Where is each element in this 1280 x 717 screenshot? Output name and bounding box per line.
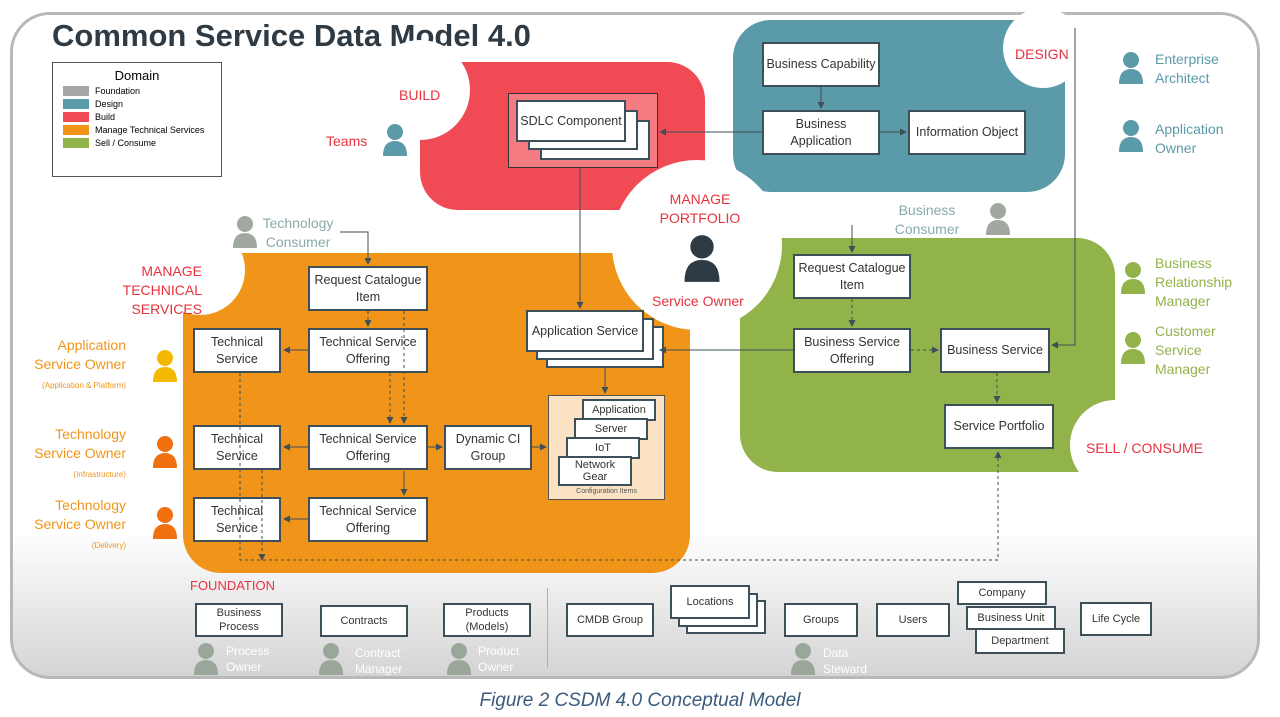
technology-consumer-label: Technology Consumer (262, 215, 334, 250)
teams-person-icon (382, 122, 408, 156)
legend: Domain Foundation Design Build Manage Te… (52, 62, 222, 177)
sdlc-component-box[interactable]: SDLC Component (516, 100, 626, 142)
technical-service-offering-box[interactable]: Technical Service Offering (308, 425, 428, 470)
app-service-owner-label: Application Service Owner(Application & … (34, 337, 126, 390)
brm-label: Business Relationship Manager (1155, 255, 1233, 309)
business-consumer-label: Business Consumer (894, 202, 960, 237)
product-owner-label: Product Owner (478, 644, 520, 675)
department-box[interactable]: Department (975, 628, 1065, 654)
design-label: DESIGN (1015, 46, 1069, 62)
application-owner-label: Application Owner (1155, 121, 1224, 156)
foundation-label: FOUNDATION (190, 578, 275, 593)
service-owner-person-icon (683, 232, 721, 282)
enterprise-architect-person-icon (1118, 50, 1144, 84)
process-owner-label: Process Owner (226, 644, 270, 675)
information-object-box[interactable]: Information Object (908, 110, 1026, 155)
request-catalogue-item-biz-box[interactable]: Request Catalogue Item (793, 254, 911, 299)
contract-manager-person-icon (318, 641, 344, 675)
contracts-box[interactable]: Contracts (320, 605, 408, 637)
business-process-box[interactable]: Business Process (195, 603, 283, 637)
technical-service-box[interactable]: Technical Service (193, 328, 281, 373)
products-box[interactable]: Products (Models) (443, 603, 531, 637)
data-steward-label: Data Steward (823, 646, 868, 677)
technical-service-box[interactable]: Technical Service (193, 425, 281, 470)
legend-item: Manage Technical Services (63, 125, 211, 135)
product-owner-person-icon (446, 641, 472, 675)
legend-item: Design (63, 99, 211, 109)
tech-service-owner-delivery-person-icon (152, 505, 178, 539)
app-service-owner-person-icon (152, 348, 178, 382)
process-owner-person-icon (193, 641, 219, 675)
application-service-box[interactable]: Application Service (526, 310, 644, 352)
cmdb-group-box[interactable]: CMDB Group (566, 603, 654, 637)
manage-technical-label: MANAGE TECHNICAL SERVICES (122, 263, 202, 317)
business-consumer-person-icon (985, 201, 1011, 235)
service-portfolio-box[interactable]: Service Portfolio (944, 404, 1054, 449)
ci-network-gear-box[interactable]: Network Gear (558, 456, 632, 486)
company-box[interactable]: Company (957, 581, 1047, 605)
business-service-box[interactable]: Business Service (940, 328, 1050, 373)
foundation-divider (547, 588, 548, 668)
business-capability-box[interactable]: Business Capability (762, 42, 880, 87)
users-box[interactable]: Users (876, 603, 950, 637)
configuration-items-caption: Configuration Items (576, 488, 637, 495)
sell-consume-label: SELL / CONSUME (1086, 440, 1203, 456)
service-owner-label: Service Owner (652, 293, 744, 309)
business-application-box[interactable]: Business Application (762, 110, 880, 155)
build-label: BUILD (399, 87, 441, 103)
figure-caption: Figure 2 CSDM 4.0 Conceptual Model (479, 690, 801, 711)
enterprise-architect-label: Enterprise Architect (1155, 51, 1219, 86)
legend-item: Foundation (63, 86, 211, 96)
page-title: Common Service Data Model 4.0 (52, 18, 531, 53)
manage-portfolio-label: MANAGE PORTFOLIO (659, 191, 741, 226)
data-steward-person-icon (790, 641, 816, 675)
legend-item: Sell / Consume (63, 138, 211, 148)
csm-label: Customer Service Manager (1155, 323, 1216, 377)
groups-box[interactable]: Groups (784, 603, 858, 637)
business-service-offering-box[interactable]: Business Service Offering (793, 328, 911, 373)
business-unit-box[interactable]: Business Unit (966, 606, 1056, 630)
locations-box[interactable]: Locations (670, 585, 750, 619)
life-cycle-box[interactable]: Life Cycle (1080, 602, 1152, 636)
technical-service-offering-box[interactable]: Technical Service Offering (308, 328, 428, 373)
tech-service-owner-infra-label: Technology Service Owner(Infrastructure) (34, 426, 126, 479)
legend-title: Domain (114, 68, 160, 83)
tech-service-owner-infra-person-icon (152, 434, 178, 468)
teams-label: Teams (326, 133, 368, 149)
tech-service-owner-delivery-label: Technology Service Owner(Delivery) (34, 497, 126, 550)
legend-item: Build (63, 112, 211, 122)
technology-consumer-person-icon (232, 214, 258, 248)
request-catalogue-item-tech-box[interactable]: Request Catalogue Item (308, 266, 428, 311)
application-owner-person-icon (1118, 118, 1144, 152)
csm-person-icon (1120, 330, 1146, 364)
dynamic-ci-group-box[interactable]: Dynamic CI Group (444, 425, 532, 470)
technical-service-box[interactable]: Technical Service (193, 497, 281, 542)
contract-manager-label: Contract Manager (355, 646, 403, 677)
brm-person-icon (1120, 260, 1146, 294)
technical-service-offering-box[interactable]: Technical Service Offering (308, 497, 428, 542)
